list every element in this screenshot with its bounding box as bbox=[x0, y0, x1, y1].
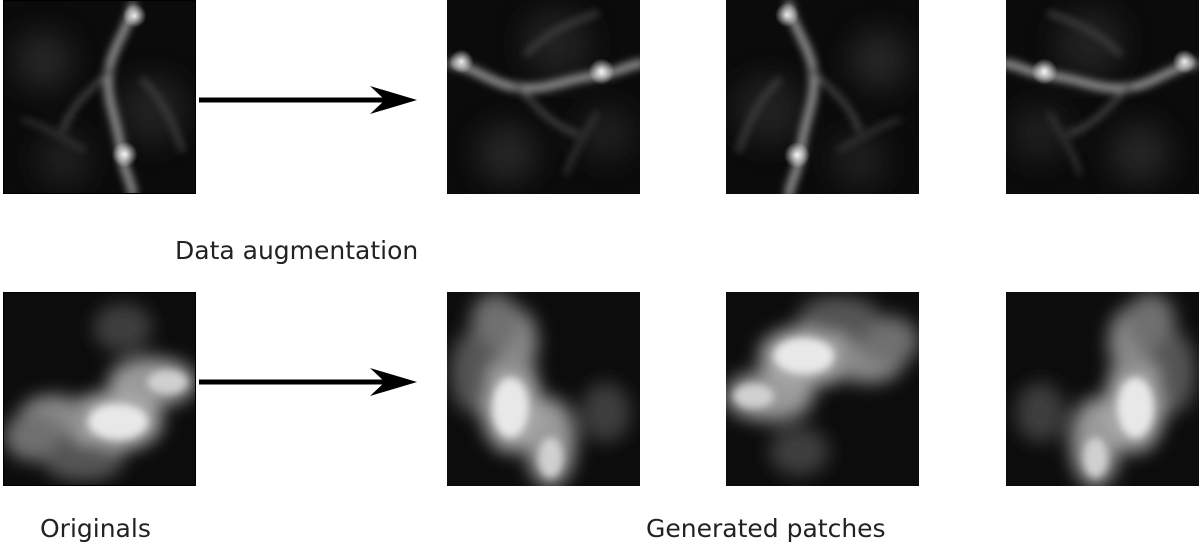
generated-patch-2-3 bbox=[1006, 292, 1199, 486]
vessel-image bbox=[726, 0, 919, 194]
original-patch-1 bbox=[3, 0, 196, 194]
vessel-image bbox=[4, 1, 195, 193]
generated-patch-1-2 bbox=[726, 0, 919, 194]
generated-patch-1-1 bbox=[447, 0, 640, 194]
vessel-image bbox=[1006, 0, 1199, 194]
generated-patch-1-3 bbox=[1006, 0, 1199, 194]
augmentation-label: Data augmentation bbox=[175, 236, 419, 265]
originals-label: Originals bbox=[40, 514, 151, 543]
generated-patch-2-1 bbox=[447, 292, 640, 486]
cloud-image bbox=[1006, 292, 1199, 486]
generated-patch-2-2 bbox=[726, 292, 919, 486]
cloud-image bbox=[447, 292, 640, 486]
arrow-row-1 bbox=[199, 86, 417, 114]
vessel-image bbox=[447, 0, 640, 194]
cloud-image bbox=[726, 292, 919, 486]
arrow-row-2 bbox=[199, 368, 417, 396]
generated-label: Generated patches bbox=[646, 514, 886, 543]
original-patch-2 bbox=[3, 292, 196, 486]
cloud-image bbox=[4, 293, 195, 485]
